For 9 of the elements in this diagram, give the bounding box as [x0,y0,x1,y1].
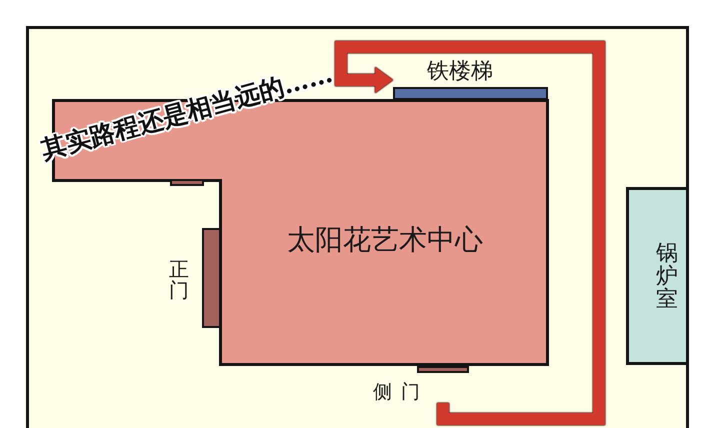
handwritten-note: 其实路程还是相当远的…… [38,60,336,162]
room-label: 锅炉室 [656,242,678,312]
building-label: 太阳花艺术中心 [287,226,483,254]
room-block [626,187,689,365]
door-label: 侧门 [373,383,429,402]
route-arrow [335,41,605,425]
door-label: 正门 [169,259,189,301]
stairs-label: 铁楼梯 [427,61,493,83]
door [170,179,204,186]
